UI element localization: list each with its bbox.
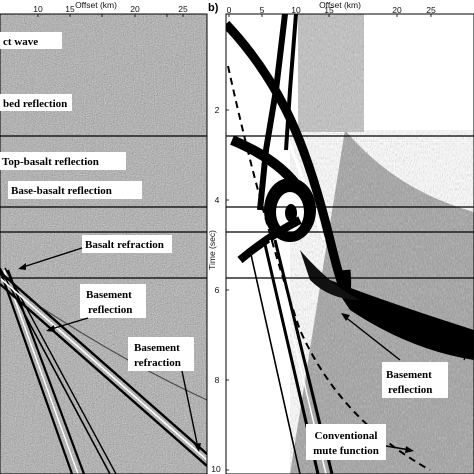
panel-b-offset-tick: 0: [227, 5, 232, 15]
panel-b-dark-lobe: [330, 280, 474, 360]
panel-b-time-tick: 4: [215, 195, 220, 205]
label-mute-2: mute function: [313, 445, 379, 457]
panel-a-refraction-steep: [6, 269, 86, 474]
label-box: [82, 235, 172, 253]
label-top-basalt: Top-basalt reflection: [2, 156, 99, 168]
pointer-b-edge: [463, 335, 474, 361]
panel-b-frame: [225, 13, 474, 474]
panel-a-offset-tick: 20: [130, 4, 140, 14]
panel-a-offset-tick: 25: [178, 4, 188, 14]
panel-a-offset-tick: 15: [65, 4, 75, 14]
panel-a-basement-refraction: [0, 277, 207, 461]
panel-a-ticks: [37, 14, 184, 17]
panel-b-time-tick: 10: [211, 464, 221, 474]
panel-b-left-ticks: [226, 109, 229, 471]
label-box: [0, 152, 126, 170]
label-direct-wave: ct wave: [3, 36, 38, 48]
label-basement-reflection-1: Basement: [86, 289, 132, 301]
panel-a-offset-tick: 10: [33, 4, 43, 14]
label-mute-1: Conventional: [315, 430, 378, 442]
panel-b-offset-label: Offset (km): [319, 0, 361, 10]
arrowhead: [341, 313, 350, 321]
panel-a-refraction-steep: [3, 269, 79, 474]
arrowhead: [18, 263, 26, 270]
panel-b-time-tick: 2: [215, 105, 220, 115]
panel-b-time-label: Time (sec): [207, 230, 217, 270]
label-basement-reflection-2: reflection: [88, 304, 132, 316]
pointer-basement-reflection: [47, 317, 89, 331]
panel-b-time-tick: 6: [215, 285, 220, 295]
panel-a-basement-refraction: [0, 283, 207, 467]
label-box: [0, 94, 72, 111]
pointer-b-basement-reflection: [343, 315, 401, 361]
label-box: [306, 424, 386, 460]
label-b-basement-reflection-1: Basement: [386, 369, 432, 381]
label-box: [0, 32, 62, 49]
panel-a-offset-label: Offset (km): [75, 0, 117, 10]
panel-b-x-cross: [237, 216, 302, 264]
panel-b-steep-event: [257, 14, 288, 211]
panel-b-striped-region-texture: [298, 14, 364, 132]
pointer-basalt-refraction: [19, 247, 83, 269]
label-box: [382, 362, 448, 398]
label-basalt-refraction: Basalt refraction: [85, 239, 164, 251]
panel-b-offset-tick: 15: [324, 5, 334, 15]
panel-b-offset-tick: 5: [260, 5, 265, 15]
label-seabed-reflection: bed reflection: [3, 98, 67, 110]
panel-b: b) Offset (km) 0 5 10 15 20 25 2 4 6 8 1…: [207, 0, 474, 474]
panel-a-refraction-steep: [0, 269, 74, 474]
panel-a-refraction-mid: [0, 267, 111, 474]
panel-b-refraction-band: [249, 249, 301, 474]
panel-a: Offset (km) 10 15 20 25 ct wave bed refl…: [0, 0, 208, 474]
panel-b-steep-event: [284, 14, 298, 151]
label-box: [128, 337, 194, 371]
label-base-basalt: Base-basalt reflection: [11, 185, 112, 197]
label-basement-refraction-1: Basement: [134, 342, 180, 354]
pointer-basement-refraction: [181, 370, 199, 449]
panel-a-refraction-mid: [4, 267, 117, 474]
arrowhead: [194, 443, 201, 452]
panel-a-events: [0, 135, 207, 474]
panel-b-knot: [285, 204, 297, 222]
panel-b-offset-tick: 25: [426, 5, 436, 15]
arrowhead: [405, 446, 414, 453]
panel-b-time-tick: 8: [215, 375, 220, 385]
label-box: [80, 284, 146, 318]
label-box: [8, 181, 142, 199]
panel-b-top-ticks: [228, 14, 432, 17]
label-b-basement-reflection-2: reflection: [388, 384, 432, 396]
panel-b-x-cross: [230, 135, 305, 193]
label-basement-refraction-2: refraction: [134, 357, 181, 369]
arrowhead: [46, 325, 55, 332]
panel-a-frame: [0, 13, 208, 474]
panel-b-letter: b): [208, 2, 219, 14]
panel-b-offset-tick: 20: [392, 5, 402, 15]
panel-b-dark-lobe: [300, 250, 360, 300]
panel-b-offset-tick: 10: [291, 5, 301, 15]
